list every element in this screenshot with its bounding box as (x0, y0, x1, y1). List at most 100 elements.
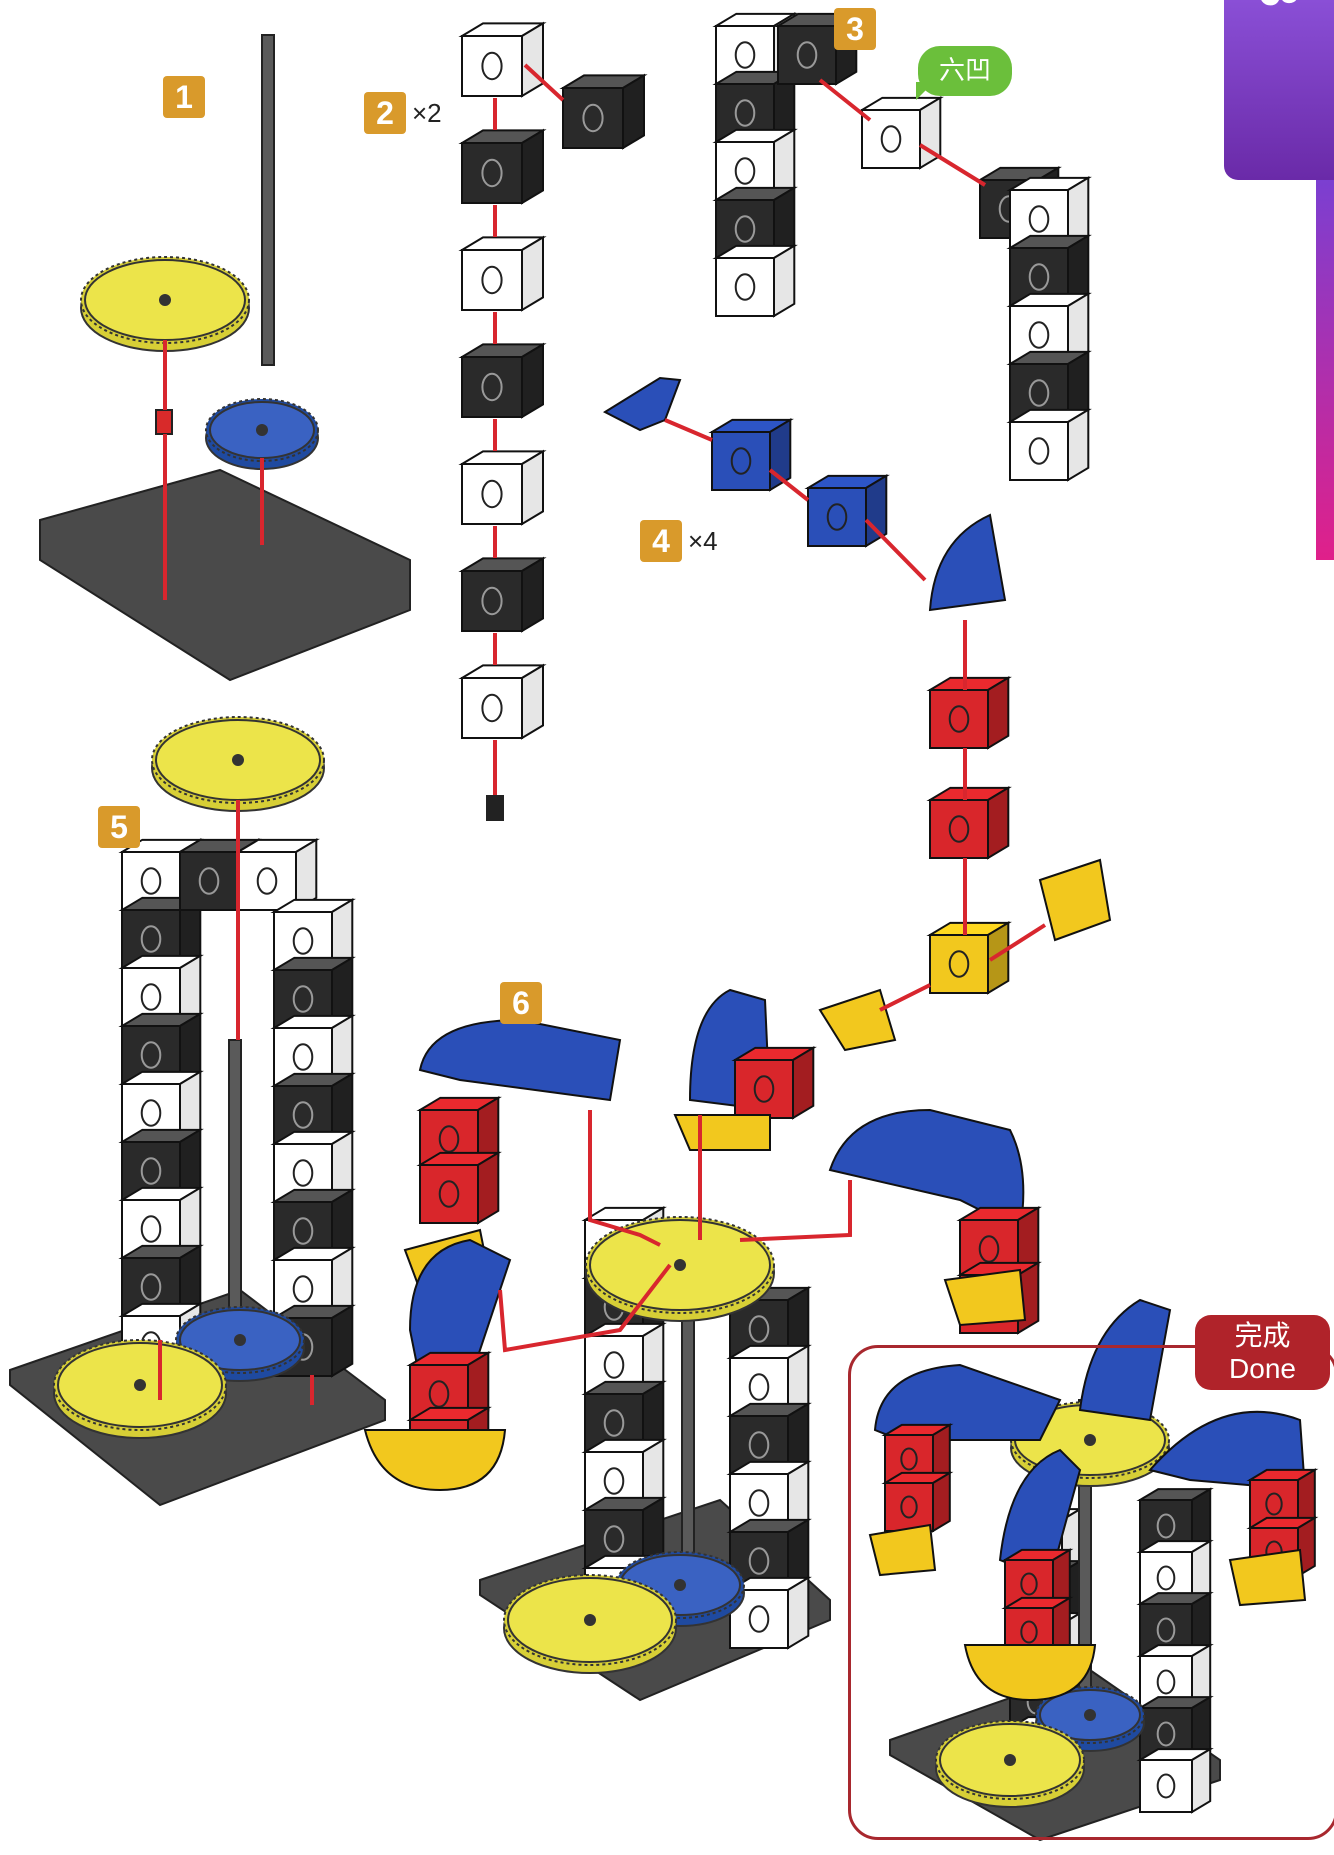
step-2-cube (462, 237, 543, 310)
lab-tab-strip (1316, 180, 1334, 560)
step-4-yellow-wedge (820, 990, 895, 1050)
done-badge: 完成 Done (1195, 1315, 1330, 1390)
cube-side (522, 23, 543, 96)
cube-front (462, 250, 522, 310)
cube-side (332, 1306, 352, 1376)
cube-side (522, 237, 543, 310)
cube-front (462, 36, 522, 96)
step-4-red-cube (930, 678, 1008, 748)
step-4-connector (880, 985, 930, 1010)
cube-front (420, 1165, 478, 1223)
cube-side (522, 665, 543, 738)
gear-hub (232, 754, 244, 766)
step-6-arm-curve (420, 1020, 620, 1100)
cube-front (462, 464, 522, 524)
cube-front (563, 88, 623, 148)
step-1-yellow-gear (81, 257, 249, 351)
cube-front (462, 678, 522, 738)
step-3-six-hole-cube (862, 98, 940, 168)
cube-front (238, 852, 296, 910)
step-4-badge: 4 (640, 520, 682, 562)
step-2-end-peg (486, 795, 504, 821)
step-2-cube (462, 451, 543, 524)
gear-hub (674, 1259, 686, 1271)
step-1-axle (262, 35, 274, 365)
cube-front (778, 26, 836, 84)
step-2-cube (462, 130, 543, 203)
step-4-multiplier: ×4 (688, 526, 718, 557)
step-4-connector (665, 420, 712, 440)
cube-side (788, 1578, 808, 1648)
column-cube (1010, 410, 1088, 480)
step-1-red-peg (156, 410, 172, 434)
step-2-cube (462, 23, 543, 96)
gear-hub (256, 424, 268, 436)
baseplate-top (40, 470, 410, 680)
step-4-blue-curve (930, 515, 1005, 610)
step-2-cube (462, 344, 543, 417)
cube-front (716, 258, 774, 316)
step-5-yellow-gear (54, 1340, 226, 1438)
cube-side (478, 1153, 498, 1223)
column-cube (716, 246, 794, 316)
cube-side (522, 130, 543, 203)
step-6-connector (740, 1180, 850, 1240)
gear-hub (159, 294, 171, 306)
step-2-multiplier: ×2 (412, 98, 442, 129)
step-4-blue-cube (712, 420, 790, 490)
cube-front (1010, 422, 1068, 480)
cube-front (180, 852, 238, 910)
step-1-baseplate (40, 470, 410, 680)
step-6-yellow-gear (586, 1217, 774, 1321)
lab-tab: LAB (1224, 0, 1334, 180)
done-frame (848, 1345, 1334, 1840)
step-2-cube (462, 665, 543, 738)
step-6-bottom-gear (504, 1575, 676, 1673)
step-6-arm-foot (365, 1430, 505, 1490)
cube-side (522, 451, 543, 524)
done-label-chinese: 完成 (1195, 1315, 1330, 1353)
cube-front (930, 800, 988, 858)
cube-side (988, 678, 1008, 748)
gear-hub (584, 1614, 596, 1626)
cube-side (774, 246, 794, 316)
step-4-yellow-wedge (1040, 860, 1110, 940)
step-5-top-gear (152, 717, 324, 811)
six-hole-callout: 六凹 (918, 46, 1012, 96)
step-3-badge: 3 (834, 8, 876, 50)
gear-hub (134, 1379, 146, 1391)
step-2-badge: 2 (364, 92, 406, 134)
step-6-arm-red (735, 1048, 813, 1118)
cube-side (793, 1048, 813, 1118)
step-2-side-cube (563, 75, 644, 148)
step-3-connector (920, 145, 985, 185)
step-4-connector (866, 520, 925, 580)
cube-side (988, 788, 1008, 858)
step-6-badge: 6 (500, 982, 542, 1024)
cube-front (462, 143, 522, 203)
done-label-english: Done (1195, 1353, 1330, 1385)
cube-front (712, 432, 770, 490)
cube-side (1068, 410, 1088, 480)
cube-front (735, 1060, 793, 1118)
step-1-badge: 1 (163, 76, 205, 118)
step-3-connector (820, 80, 870, 120)
step-5-badge: 5 (98, 806, 140, 848)
cube-front (462, 571, 522, 631)
step-6-arm-red (420, 1153, 498, 1223)
step-6-arm-foot (945, 1270, 1025, 1325)
cube-side (623, 75, 644, 148)
cube-side (522, 558, 543, 631)
cube-front (930, 690, 988, 748)
gear-hub (234, 1334, 246, 1346)
step-2-cube (462, 558, 543, 631)
cube-front (462, 357, 522, 417)
step-4-blue-cube (808, 476, 886, 546)
lab-tab-text: LAB (1245, 0, 1312, 8)
cube-front (930, 935, 988, 993)
step-4-red-cube (930, 788, 1008, 858)
step-5-axle (229, 1040, 241, 1325)
cube-side (522, 344, 543, 417)
step-6-arm-foot (675, 1115, 770, 1150)
cube-front (808, 488, 866, 546)
